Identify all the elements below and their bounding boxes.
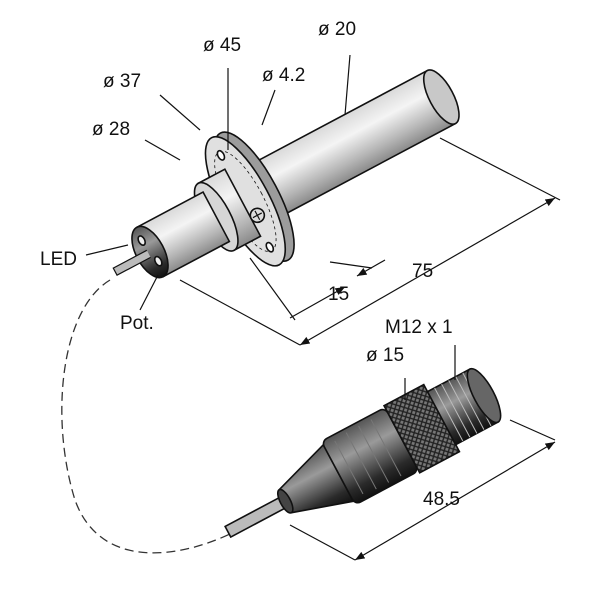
connector-face <box>466 367 502 424</box>
sensor-back-face <box>422 69 460 125</box>
mounting-hole-top <box>216 149 226 161</box>
label-thread-m12x1: M12 x 1 <box>385 317 453 338</box>
label-length-48-5: 48.5 <box>423 489 460 510</box>
label-dia37: ø 37 <box>103 71 142 92</box>
leader-lines <box>85 54 561 561</box>
connector-m12 <box>224 367 502 539</box>
potentiometer <box>153 255 163 267</box>
label-led: LED <box>40 249 77 270</box>
label-dia15: ø 15 <box>366 345 405 366</box>
led-indicator <box>137 235 147 247</box>
mounting-hole-bottom <box>265 241 275 253</box>
sensor-cable-stub <box>112 249 151 277</box>
label-pot: Pot. <box>120 313 154 334</box>
sensor <box>112 69 460 279</box>
label-dia28: ø 28 <box>92 119 131 140</box>
label-dia20: ø 20 <box>318 19 357 40</box>
label-length-15: 15 <box>328 284 350 305</box>
label-length-75: 75 <box>412 261 434 282</box>
label-dia4-2: ø 4.2 <box>262 65 306 86</box>
label-dia45: ø 45 <box>203 35 242 56</box>
cable-dashed-line <box>61 279 239 554</box>
